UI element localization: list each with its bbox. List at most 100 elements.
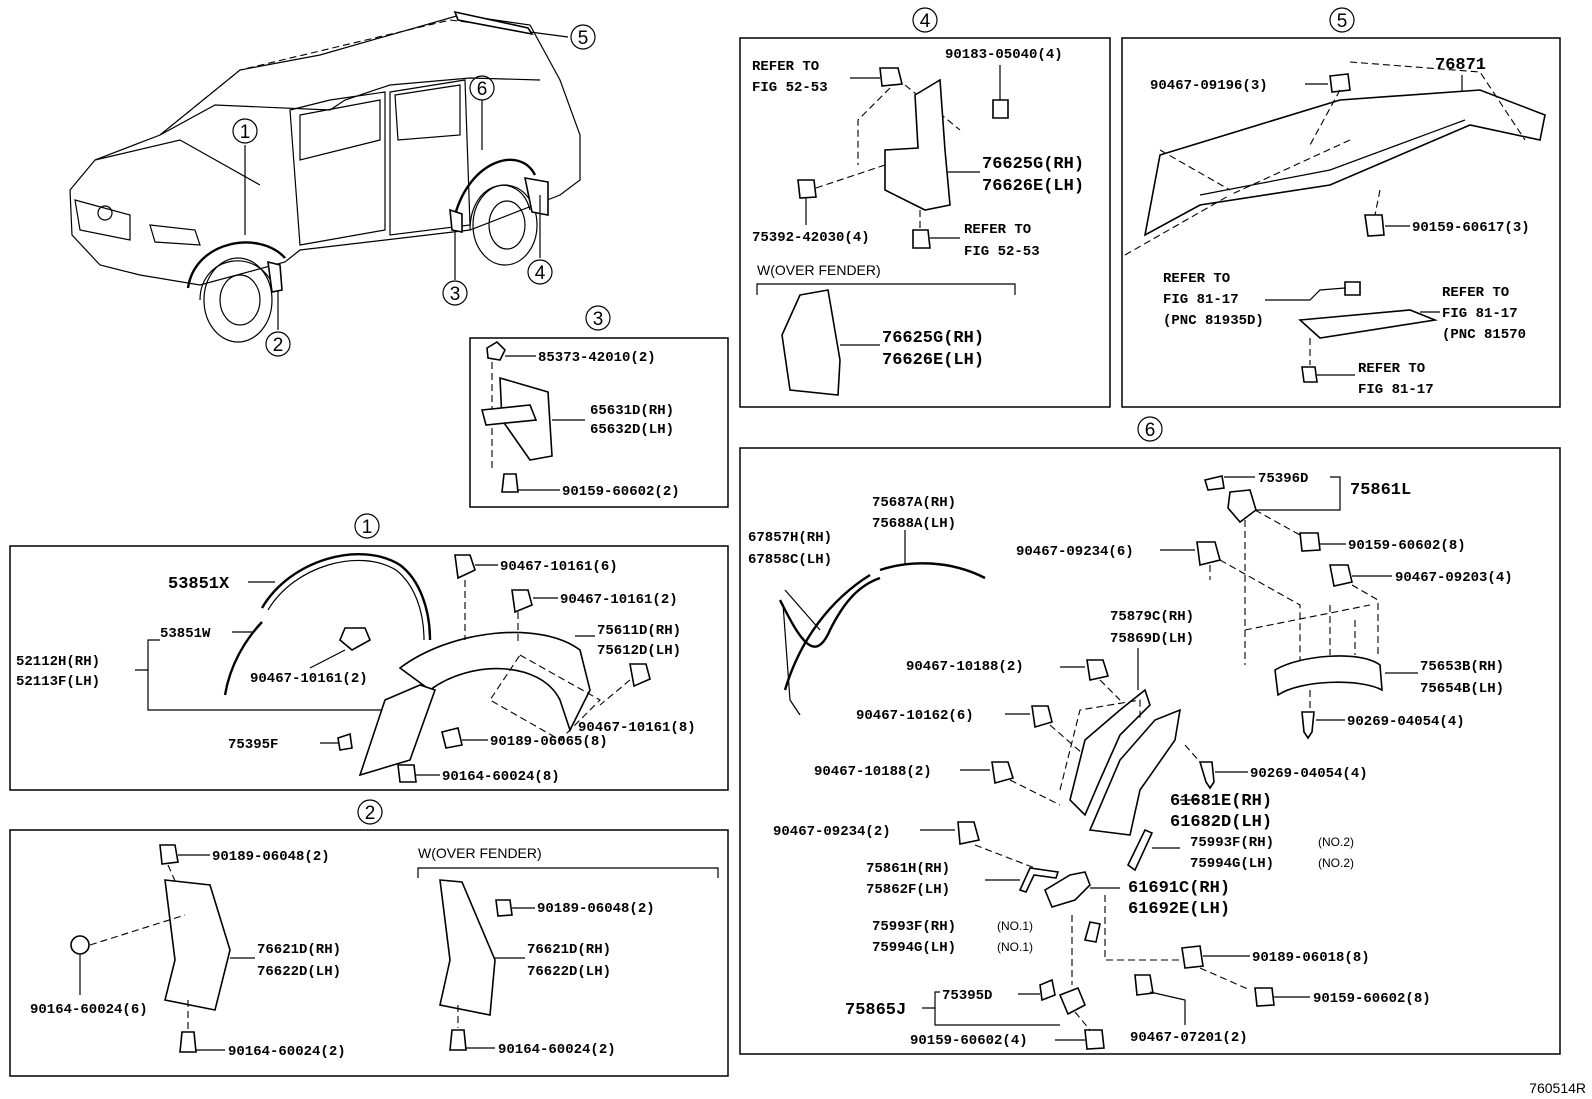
part-label: 75612D(LH) bbox=[597, 643, 681, 659]
fender-lower-piece bbox=[358, 684, 437, 777]
emblem-icon bbox=[97, 205, 113, 221]
part-label: 75861L bbox=[1350, 481, 1411, 500]
svg-text:6: 6 bbox=[477, 79, 488, 100]
callout-6: 6 bbox=[469, 75, 495, 101]
mudguard-76625g bbox=[884, 78, 951, 211]
front-window bbox=[299, 99, 381, 161]
clip-icon bbox=[454, 554, 476, 580]
refer-text: FIG 81-17 bbox=[1163, 292, 1239, 308]
flap-bracket bbox=[480, 404, 538, 426]
part-label: 90269-04054(4) bbox=[1347, 714, 1465, 730]
clip-icon bbox=[1203, 475, 1225, 491]
screw-icon bbox=[1299, 532, 1321, 552]
part-label: 75993F(RH) bbox=[1190, 835, 1274, 851]
part-label: 90164-60024(6) bbox=[30, 1002, 148, 1018]
rear-wheel-hub bbox=[488, 200, 526, 250]
refer-text: FIG 52-53 bbox=[964, 244, 1040, 260]
roof-line bbox=[159, 19, 531, 136]
svg-text:5: 5 bbox=[1337, 11, 1348, 32]
screw-icon bbox=[1301, 366, 1318, 383]
part-label: 90467-07201(2) bbox=[1130, 1030, 1248, 1046]
screw-icon bbox=[449, 1029, 467, 1051]
refer-text: REFER TO bbox=[964, 222, 1031, 238]
bracket-75865j bbox=[1058, 986, 1087, 1016]
part-label: 90467-10188(2) bbox=[814, 764, 932, 780]
part-label: 76626E(LH) bbox=[882, 351, 984, 370]
part-label: 61692E(LH) bbox=[1128, 900, 1230, 919]
callout-5-leader bbox=[529, 31, 569, 38]
part-label: 76621D(RH) bbox=[257, 942, 341, 958]
part-label: 75611D(RH) bbox=[597, 623, 681, 639]
refer-text: FIG 81-17 bbox=[1442, 306, 1518, 322]
rear-wheel-arch bbox=[469, 184, 531, 231]
clip-icon bbox=[511, 589, 533, 614]
rear-spoiler-76871 bbox=[1143, 89, 1546, 237]
nut-icon bbox=[495, 899, 513, 917]
part-label: 75688A(LH) bbox=[872, 516, 956, 532]
seal-75993f-no2 bbox=[1126, 828, 1154, 872]
screw-icon bbox=[1254, 987, 1275, 1007]
clip-icon bbox=[1086, 659, 1110, 681]
note: (NO.1) bbox=[997, 919, 1033, 933]
molding-75653b bbox=[1274, 655, 1383, 697]
clip-icon bbox=[1329, 564, 1353, 587]
svg-text:4: 4 bbox=[920, 11, 931, 32]
part-label: 85373-42010(2) bbox=[538, 350, 656, 366]
callout-1: 1 bbox=[232, 118, 258, 144]
clip-icon bbox=[339, 627, 372, 651]
stop-lamp-wire bbox=[1265, 287, 1346, 301]
part-label: 90189-06048(2) bbox=[212, 849, 330, 865]
part-label: 65631D(RH) bbox=[590, 403, 674, 419]
rear-window bbox=[394, 84, 461, 141]
part-label: 65632D(LH) bbox=[590, 422, 674, 438]
part-label: 90467-09234(6) bbox=[1016, 544, 1134, 560]
front-wheel bbox=[203, 257, 273, 343]
clip-icon bbox=[1039, 978, 1056, 1002]
molding-67857h-lower bbox=[782, 603, 801, 716]
part-label: 75993F(RH) bbox=[872, 919, 956, 935]
part-label: 90467-09196(3) bbox=[1150, 78, 1268, 94]
part-label: 75654B(LH) bbox=[1420, 681, 1504, 697]
panel-3: 3 85373-42010(2) 65631D(RH) 65632D(LH) 9… bbox=[469, 305, 729, 508]
refer-text: FIG 52-53 bbox=[752, 80, 828, 96]
part-label: 90159-60602(2) bbox=[562, 484, 680, 500]
part-label: 90467-10161(2) bbox=[560, 592, 678, 608]
part-label: 76626E(LH) bbox=[982, 177, 1084, 196]
screw-icon bbox=[501, 473, 519, 493]
screw-icon bbox=[912, 229, 931, 249]
rear-spoiler bbox=[453, 10, 534, 36]
svg-text:4: 4 bbox=[535, 263, 546, 284]
refer-text: REFER TO bbox=[1442, 285, 1509, 301]
part-label: 90164-60024(2) bbox=[228, 1044, 346, 1060]
part-label: 76625G(RH) bbox=[882, 329, 984, 348]
part-label: 90183-05040(4) bbox=[945, 47, 1063, 63]
part-label: 76622D(LH) bbox=[527, 964, 611, 980]
callout-3: 3 bbox=[442, 280, 468, 306]
part-label: 75392-42030(4) bbox=[752, 230, 870, 246]
part-label: 75862F(LH) bbox=[866, 882, 950, 898]
arch-molding-53851x bbox=[260, 552, 432, 641]
vehicle-body-outline bbox=[69, 14, 581, 286]
part-label: 75653B(RH) bbox=[1420, 659, 1504, 675]
connector-icon bbox=[1344, 281, 1361, 296]
panel-6: 6 75396D 75861L 90159-60602(8) 90467-092… bbox=[739, 416, 1561, 1055]
clip-icon bbox=[629, 663, 651, 688]
part-label: 90467-09234(2) bbox=[773, 824, 891, 840]
part-label: 75879C(RH) bbox=[1110, 609, 1194, 625]
svg-text:3: 3 bbox=[593, 309, 604, 330]
front-door bbox=[289, 91, 386, 246]
beltline bbox=[159, 77, 541, 136]
part-label: 90159-60602(8) bbox=[1348, 538, 1466, 554]
clip-icon bbox=[1031, 705, 1053, 729]
part-label: 53851W bbox=[160, 626, 211, 642]
clip-icon bbox=[337, 732, 353, 751]
part-label: 75395D bbox=[942, 988, 992, 1004]
vehicle-overview: 1 2 3 4 5 6 bbox=[69, 10, 596, 357]
variant-header: W(OVER FENDER) bbox=[418, 845, 542, 861]
screw-icon bbox=[1084, 1029, 1105, 1050]
molding-67857h bbox=[778, 576, 881, 648]
clip-icon bbox=[957, 821, 980, 845]
svg-text:1: 1 bbox=[240, 122, 251, 143]
